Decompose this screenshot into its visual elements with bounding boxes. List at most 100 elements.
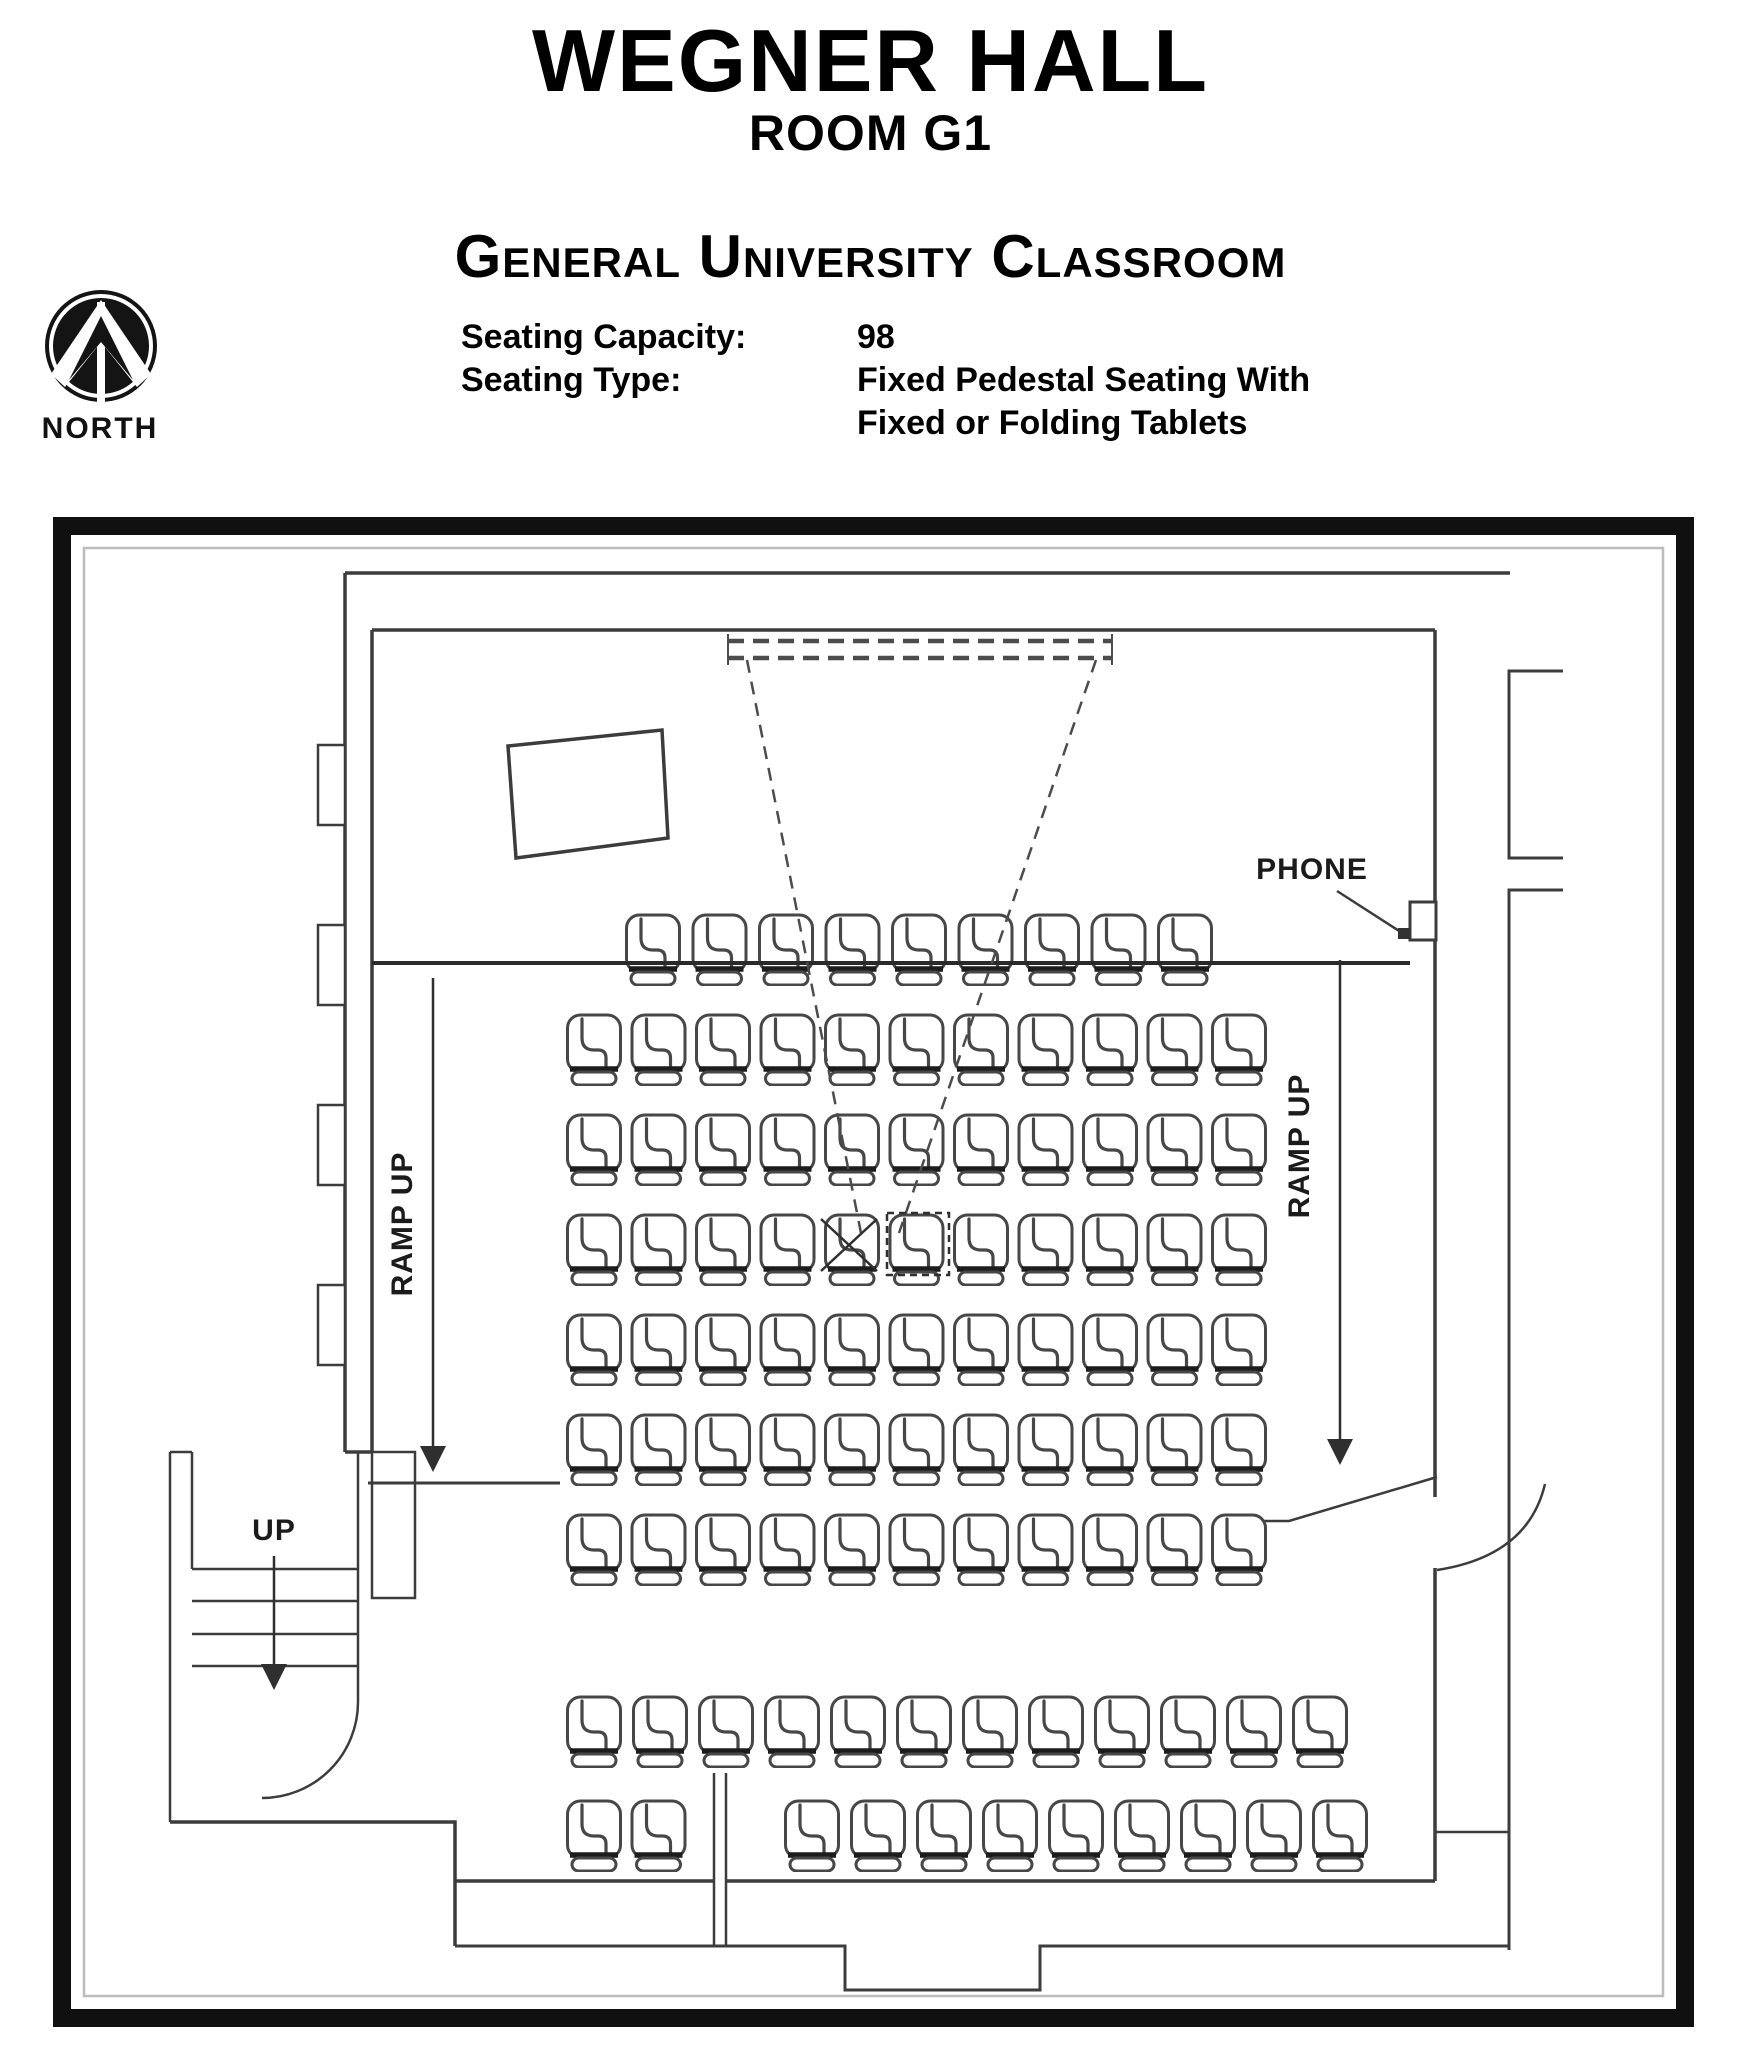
seat — [1084, 1215, 1137, 1285]
seating-capacity-label: Seating Capacity: — [461, 318, 747, 356]
right-ramp-arrow — [1327, 960, 1353, 1465]
seat — [632, 1415, 685, 1485]
seat — [890, 1515, 943, 1585]
seat — [1228, 1697, 1281, 1767]
seat — [761, 1315, 814, 1385]
seating-type-label: Seating Type: — [461, 361, 682, 399]
seat — [826, 1415, 879, 1485]
seat — [697, 1015, 750, 1085]
seating-type-value-line2: Fixed or Folding Tablets — [857, 404, 1248, 442]
seat — [697, 1515, 750, 1585]
seat — [1148, 1315, 1201, 1385]
seat — [761, 1515, 814, 1585]
seat — [632, 1801, 685, 1871]
seat — [1050, 1801, 1103, 1871]
seat — [568, 1215, 621, 1285]
seat — [632, 1515, 685, 1585]
seat — [1148, 1015, 1201, 1085]
seat — [568, 1801, 621, 1871]
seat — [1096, 1697, 1149, 1767]
seat — [1294, 1697, 1347, 1767]
closet — [370, 1450, 417, 1600]
phone-leader-line — [1336, 889, 1408, 938]
seat — [1084, 1115, 1137, 1185]
ramp-up-right-label: RAMP UP — [1283, 1073, 1316, 1219]
seat — [693, 915, 746, 985]
seat — [1084, 1315, 1137, 1385]
seat — [984, 1801, 1037, 1871]
classification-title: General University Classroom — [454, 223, 1287, 290]
seat — [697, 1315, 750, 1385]
seat — [1213, 1215, 1266, 1285]
seat — [632, 1215, 685, 1285]
seat — [826, 915, 879, 985]
seat — [766, 1697, 819, 1767]
seat — [761, 1015, 814, 1085]
building-title: WEGNER HALL — [531, 11, 1210, 110]
seat — [632, 1115, 685, 1185]
seat — [1092, 915, 1145, 985]
seat — [1159, 915, 1212, 985]
door-arc-right — [1436, 1483, 1547, 1572]
seat — [568, 1015, 621, 1085]
seat — [568, 1415, 621, 1485]
seat — [568, 1315, 621, 1385]
seating-capacity-value: 98 — [857, 318, 895, 356]
seat — [893, 915, 946, 985]
seat — [826, 1515, 879, 1585]
room-title: ROOM G1 — [748, 105, 993, 161]
seat — [1084, 1415, 1137, 1485]
seat — [568, 1115, 621, 1185]
stairs — [168, 1450, 417, 1822]
seat — [568, 1515, 621, 1585]
plan-border — [53, 517, 1694, 2027]
north-label: NORTH — [41, 412, 159, 445]
door-arc-left — [261, 1701, 360, 1800]
seat — [627, 915, 680, 985]
seat — [955, 1115, 1008, 1185]
seat — [761, 1215, 814, 1285]
seat — [1213, 1415, 1266, 1485]
seat — [1314, 1801, 1367, 1871]
ramp-up-left-label: RAMP UP — [386, 1151, 419, 1297]
seat — [697, 1115, 750, 1185]
seat — [1019, 1215, 1072, 1285]
seat — [700, 1697, 753, 1767]
stairs-up-arrow — [261, 1556, 287, 1690]
seat — [959, 915, 1012, 985]
wall-phone — [1336, 889, 1438, 942]
seat — [632, 1015, 685, 1085]
seat — [955, 1515, 1008, 1585]
seat — [852, 1801, 905, 1871]
wall-pilasters — [316, 743, 347, 1367]
seat — [826, 1115, 879, 1185]
seat — [1182, 1801, 1235, 1871]
seat — [1019, 1315, 1072, 1385]
seat — [568, 1697, 621, 1767]
seating-type-value-line1: Fixed Pedestal Seating With — [857, 361, 1311, 399]
seat — [697, 1415, 750, 1485]
seat — [1026, 915, 1079, 985]
seat — [786, 1801, 839, 1871]
seat — [1084, 1515, 1137, 1585]
projection-cone — [745, 659, 1098, 1239]
seat — [1030, 1697, 1083, 1767]
seat — [1148, 1115, 1201, 1185]
seat — [1148, 1515, 1201, 1585]
seat — [1116, 1801, 1169, 1871]
seat — [1162, 1697, 1215, 1767]
seat — [955, 1015, 1008, 1085]
seat — [955, 1415, 1008, 1485]
seat — [890, 1015, 943, 1085]
north-arrow-icon — [41, 286, 161, 406]
seat — [955, 1215, 1008, 1285]
seat — [1084, 1015, 1137, 1085]
seat — [1248, 1801, 1301, 1871]
projection-screen — [727, 634, 1113, 665]
seat — [918, 1801, 971, 1871]
seat — [1019, 1515, 1072, 1585]
seat — [826, 1015, 879, 1085]
stairs-up-label: UP — [252, 1514, 296, 1547]
seat — [1019, 1015, 1072, 1085]
